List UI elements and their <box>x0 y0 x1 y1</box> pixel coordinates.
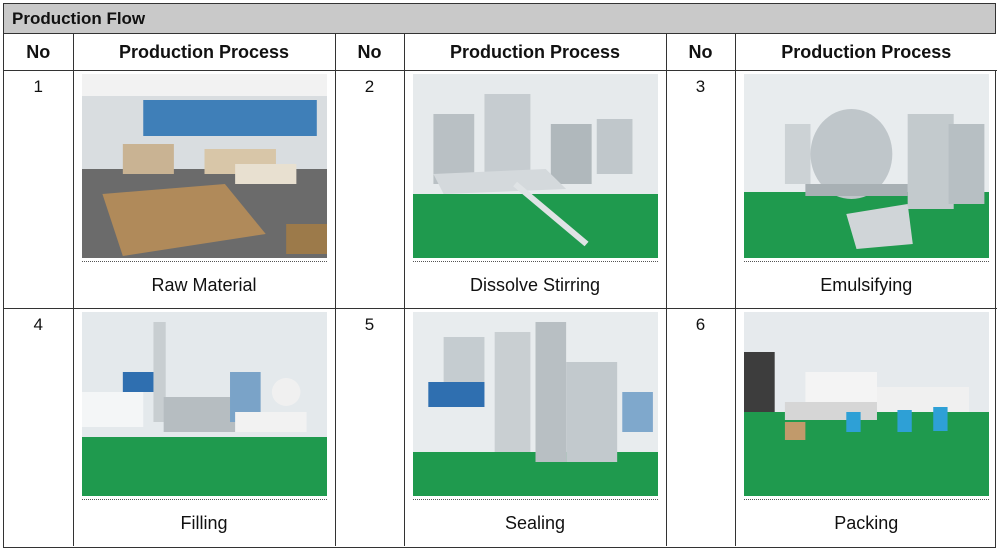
step-cell: Sealing <box>403 308 667 546</box>
production-flow-sheet: Production Flow No Production Process No… <box>3 3 997 548</box>
step-number: 4 <box>4 308 74 546</box>
emulsifying-photo <box>743 74 989 258</box>
step-number: 3 <box>665 70 736 309</box>
col-header-no: No <box>334 34 405 71</box>
dissolve-stirring-photo <box>412 74 658 258</box>
step-label: Emulsifying <box>820 275 913 295</box>
step-cell: Raw Material <box>72 70 336 309</box>
col-header-no: No <box>665 34 736 71</box>
step-label: Raw Material <box>151 275 257 295</box>
step-number: 1 <box>4 70 74 309</box>
filling-photo <box>81 312 327 496</box>
step-label: Sealing <box>504 513 566 533</box>
step-label: Dissolve Stirring <box>469 275 601 295</box>
step-number: 5 <box>334 308 405 546</box>
col-header-process: Production Process <box>403 34 667 71</box>
col-header-process: Production Process <box>734 34 997 71</box>
step-label: Packing <box>834 513 899 533</box>
table-row: 4 Filling <box>4 308 997 546</box>
production-table: No Production Process No Production Proc… <box>4 34 997 546</box>
header-row: No Production Process No Production Proc… <box>4 34 997 71</box>
step-number: 6 <box>665 308 736 546</box>
raw-material-photo <box>81 74 327 258</box>
step-number: 2 <box>334 70 405 309</box>
col-header-process: Production Process <box>72 34 336 71</box>
step-cell: Filling <box>72 308 336 546</box>
step-cell: Dissolve Stirring <box>403 70 667 309</box>
table-row: 1 Raw Material <box>4 70 997 309</box>
step-label: Filling <box>180 513 228 533</box>
step-cell: Emulsifying <box>734 70 997 309</box>
section-title: Production Flow <box>4 4 995 34</box>
col-header-no: No <box>4 34 74 71</box>
step-cell: Packing <box>734 308 997 546</box>
packing-photo <box>743 312 989 496</box>
sealing-photo <box>412 312 658 496</box>
